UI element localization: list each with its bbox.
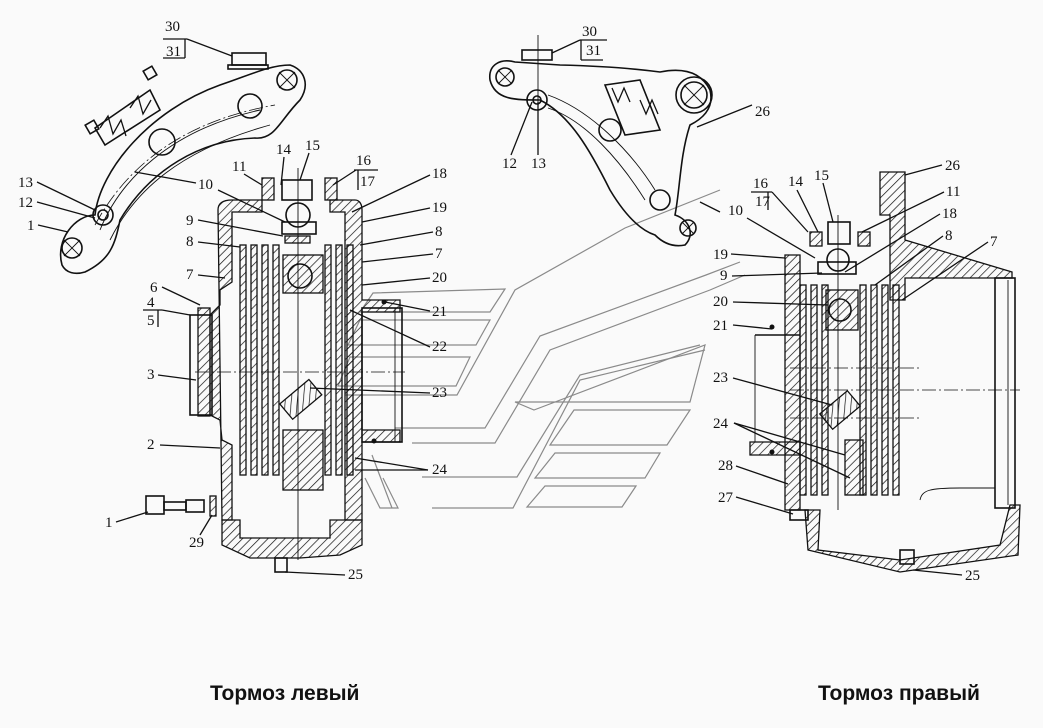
label-25: 25 (965, 568, 980, 584)
left-lever-assembly (59, 52, 306, 275)
left-labels: 30 31 13 12 1 10 11 14 15 16 17 18 19 9 … (18, 19, 448, 583)
right-labels: 30 31 26 12 13 26 16 17 14 15 11 10 18 8… (502, 24, 998, 584)
label-20: 20 (432, 270, 447, 286)
label-12: 12 (502, 156, 517, 172)
label-4: 4 (147, 295, 155, 311)
caption-left-brake: Тормоз левый (210, 682, 359, 705)
label-30: 30 (582, 24, 597, 40)
label-31: 31 (166, 44, 181, 60)
label-28: 28 (718, 458, 733, 474)
label-16: 16 (753, 176, 769, 192)
label-9: 9 (720, 268, 728, 284)
label-11: 11 (946, 184, 960, 200)
label-7-left: 7 (186, 267, 194, 283)
label-15: 15 (814, 168, 829, 184)
label-14: 14 (276, 142, 292, 158)
label-7-right: 7 (435, 246, 443, 262)
label-9: 9 (186, 213, 194, 229)
label-18: 18 (432, 166, 447, 182)
label-27: 27 (718, 490, 734, 506)
label-2: 2 (147, 437, 155, 453)
label-16: 16 (356, 153, 372, 169)
label-24: 24 (713, 416, 729, 432)
label-14: 14 (788, 174, 804, 190)
label-3: 3 (147, 367, 155, 383)
label-19: 19 (432, 200, 447, 216)
label-22: 22 (432, 339, 447, 355)
label-21: 21 (432, 304, 447, 320)
label-23: 23 (713, 370, 728, 386)
label-17: 17 (755, 194, 771, 210)
label-15: 15 (305, 138, 320, 154)
right-lever-assembly (489, 35, 713, 247)
label-29: 29 (189, 535, 204, 551)
left-housing (145, 168, 405, 573)
label-23: 23 (432, 385, 447, 401)
label-11: 11 (232, 159, 246, 175)
label-10: 10 (198, 177, 213, 193)
right-housing (749, 171, 1021, 573)
label-5: 5 (147, 313, 155, 329)
label-20: 20 (713, 294, 728, 310)
label-26-housing: 26 (945, 158, 961, 174)
label-17: 17 (360, 174, 376, 190)
label-19: 19 (713, 247, 728, 263)
label-21: 21 (713, 318, 728, 334)
label-24: 24 (432, 462, 448, 478)
label-1-fitting: 1 (105, 515, 113, 531)
label-8-right: 8 (435, 224, 443, 240)
label-12: 12 (18, 195, 33, 211)
label-10: 10 (728, 203, 743, 219)
label-8: 8 (945, 228, 953, 244)
label-1-lever: 1 (27, 218, 35, 234)
label-13: 13 (18, 175, 33, 191)
label-26-lever: 26 (755, 104, 771, 120)
label-25: 25 (348, 567, 363, 583)
label-18: 18 (942, 206, 957, 222)
friction-discs (239, 244, 354, 491)
label-13: 13 (531, 156, 546, 172)
watermark-logo (337, 189, 746, 509)
label-8-left: 8 (186, 234, 194, 250)
label-30: 30 (165, 19, 180, 35)
label-7: 7 (990, 234, 998, 250)
label-31: 31 (586, 43, 601, 59)
caption-right-brake: Тормоз правый (818, 682, 980, 705)
label-6: 6 (150, 280, 158, 296)
